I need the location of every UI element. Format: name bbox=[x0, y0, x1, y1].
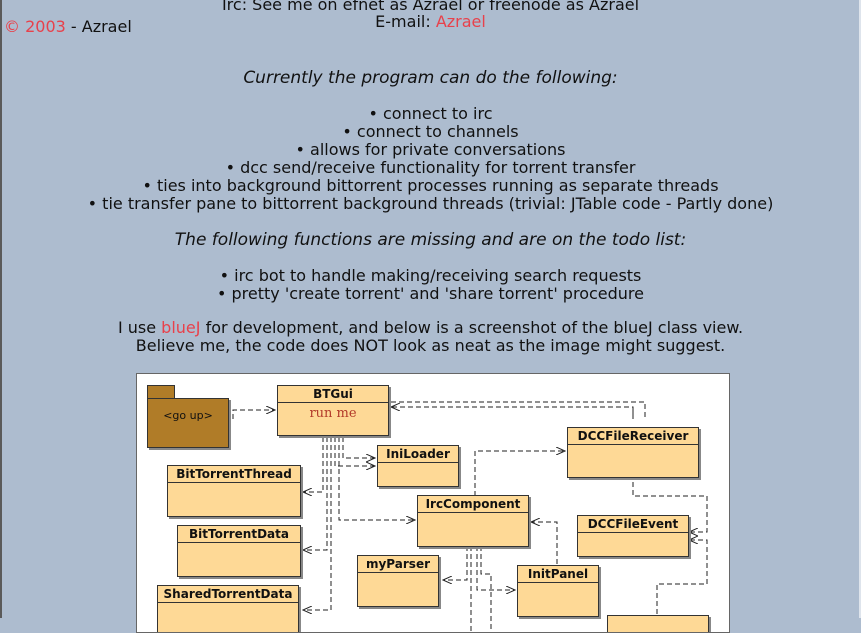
class-name: InitPanel bbox=[518, 566, 598, 583]
left-edge bbox=[0, 0, 2, 618]
run-me-label: run me bbox=[309, 406, 357, 421]
class-myparser[interactable]: myParser bbox=[357, 555, 439, 607]
dependency-arrows bbox=[232, 401, 708, 632]
class-dccfileevent[interactable]: DCCFileEvent bbox=[577, 515, 689, 557]
copyright-author: - Azrael bbox=[65, 17, 132, 36]
bluej-link[interactable]: blueJ bbox=[161, 318, 201, 337]
todo-item: • irc bot to handle making/receiving sea… bbox=[219, 266, 642, 285]
irc-contact: Irc: See me on efnet as Azrael or freeno… bbox=[221, 0, 640, 14]
dev-note-prefix: I use bbox=[117, 318, 162, 337]
class-name: IrcComponent bbox=[418, 496, 528, 513]
class-iniloader[interactable]: IniLoader bbox=[377, 445, 459, 487]
go-up-package[interactable]: <go up> bbox=[147, 398, 229, 448]
email-link[interactable]: Azrael bbox=[435, 12, 486, 31]
dev-note-line1: I use blueJ for development, and below i… bbox=[0, 319, 861, 337]
can-do-item: • allows for private conversations bbox=[295, 140, 566, 159]
bluej-class-diagram: <go up> BTGui run me IniLoader DCCFileRe… bbox=[136, 373, 730, 633]
class-name: SharedTorrentData bbox=[158, 586, 298, 603]
go-up-label: <go up> bbox=[163, 409, 213, 422]
class-sharedtorrentdata[interactable]: SharedTorrentData bbox=[157, 585, 299, 632]
class-name: DCCFileEvent bbox=[578, 516, 688, 533]
class-bittorrentdata[interactable]: BitTorrentData bbox=[177, 525, 301, 577]
class-name: BitTorrentData bbox=[178, 526, 300, 543]
email-contact: E-mail: Azrael bbox=[0, 13, 861, 31]
class-btgui[interactable]: BTGui run me bbox=[277, 385, 389, 436]
dev-note-line2: Believe me, the code does NOT look as ne… bbox=[135, 336, 726, 355]
class-name: myParser bbox=[358, 556, 438, 573]
class-name: IniLoader bbox=[378, 446, 458, 463]
can-do-item: • connect to channels bbox=[342, 122, 519, 141]
todo-heading: The following functions are missing and … bbox=[174, 230, 687, 250]
class-dccfilereceiver[interactable]: DCCFileReceiver bbox=[567, 427, 699, 478]
can-do-heading: Currently the program can do the followi… bbox=[243, 68, 618, 88]
can-do-item: • connect to irc bbox=[368, 104, 493, 123]
class-initpanel[interactable]: InitPanel bbox=[517, 565, 599, 617]
dev-note-suffix: for development, and below is a screensh… bbox=[200, 318, 744, 337]
class-irccomponent[interactable]: IrcComponent bbox=[417, 495, 529, 547]
copyright: © 2003 - Azrael bbox=[4, 17, 132, 36]
class-name: DCCFileReceiver bbox=[568, 428, 698, 445]
todo-item: • pretty 'create torrent' and 'share tor… bbox=[217, 284, 644, 303]
class-bittorrentthread[interactable]: BitTorrentThread bbox=[167, 465, 301, 517]
copyright-year: © 2003 bbox=[4, 17, 66, 36]
can-do-item: • ties into background bittorrent proces… bbox=[142, 176, 719, 195]
package-tab bbox=[147, 385, 175, 399]
can-do-item: • tie transfer pane to bittorrent backgr… bbox=[87, 194, 774, 213]
email-prefix: E-mail: bbox=[375, 12, 436, 31]
class-name: BTGui bbox=[278, 386, 388, 403]
right-edge bbox=[859, 0, 861, 618]
can-do-item: • dcc send/receive functionality for tor… bbox=[225, 158, 636, 177]
class-name: BitTorrentThread bbox=[168, 466, 300, 483]
